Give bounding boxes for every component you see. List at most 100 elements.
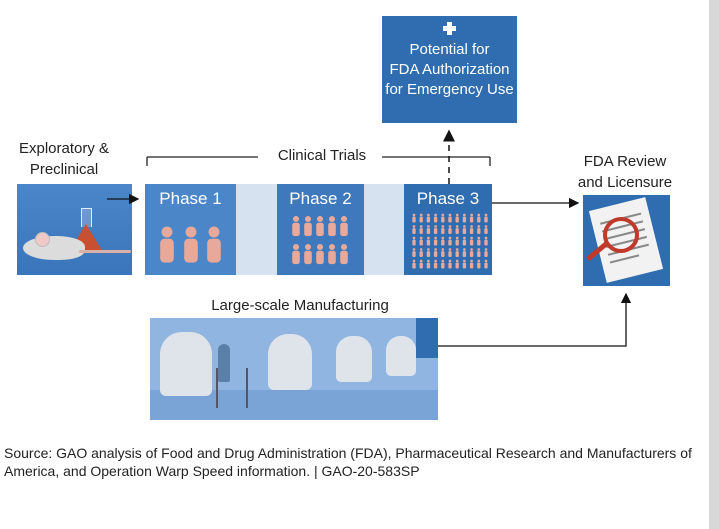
person-icon-body <box>292 222 300 237</box>
person-icon <box>455 213 459 217</box>
person-icon-body <box>469 239 474 246</box>
person-icon <box>477 259 481 263</box>
manufacturing-label: Large-scale Manufacturing <box>211 297 389 314</box>
person-icon <box>455 236 459 240</box>
person-icon-body <box>419 262 423 269</box>
person-icon <box>448 248 452 251</box>
person-icon-body <box>469 216 474 223</box>
person-icon <box>434 225 437 228</box>
person-icon-body <box>426 262 431 269</box>
person-icon-body <box>441 239 445 246</box>
person-icon-body <box>419 216 423 223</box>
person-icon <box>412 236 416 240</box>
person-icon <box>208 226 220 238</box>
person-icon <box>412 248 416 251</box>
person-icon <box>448 259 452 263</box>
person-icon-body <box>433 262 438 269</box>
person-icon <box>484 236 488 240</box>
person-icon <box>412 225 416 228</box>
person-icon-body <box>469 262 474 269</box>
clinical-trials-label: Clinical Trials <box>262 147 382 164</box>
person-icon <box>292 215 300 223</box>
person-icon-body <box>412 251 416 258</box>
person-icon-body <box>316 250 324 265</box>
person-icon-body <box>462 228 467 235</box>
person-icon <box>434 213 437 217</box>
person-icon <box>412 259 416 263</box>
person-icon-body <box>484 228 488 235</box>
person-icon <box>427 259 430 263</box>
person-icon-body <box>462 239 467 246</box>
arrow-manufacturing-to-review <box>438 292 632 347</box>
phase-2-label: Phase 2 <box>289 189 352 208</box>
person-icon-body <box>448 216 452 223</box>
mouse-ear <box>35 232 50 247</box>
person-icon-body <box>455 228 459 235</box>
person-icon <box>448 225 452 228</box>
person-icon-body <box>426 216 431 223</box>
fda-review-image <box>583 195 670 286</box>
person-icon-body <box>448 262 452 269</box>
phase-3-label: Phase 3 <box>416 189 480 208</box>
ladder-icon <box>216 368 248 408</box>
person-icon <box>419 248 423 251</box>
person-icon-body <box>455 239 459 246</box>
mouse-tail <box>79 250 131 253</box>
person-icon <box>484 248 488 251</box>
person-icon <box>328 243 336 251</box>
person-icon <box>412 213 416 217</box>
person-icon-body <box>340 222 348 237</box>
trial-participants <box>160 213 488 269</box>
person-icon <box>455 248 459 251</box>
person-icon <box>427 213 430 217</box>
person-icon <box>477 248 481 251</box>
scrollbar[interactable] <box>709 0 719 529</box>
person-icon-body <box>412 239 416 246</box>
plus-icon <box>443 22 456 35</box>
person-icon <box>427 225 430 228</box>
person-icon <box>448 236 452 240</box>
person-icon <box>477 225 481 228</box>
person-icon <box>470 225 473 228</box>
person-icon <box>484 259 488 263</box>
person-icon <box>304 215 312 223</box>
person-icon-body <box>455 251 459 258</box>
person-icon-body <box>184 238 198 263</box>
person-icon <box>434 259 437 263</box>
person-icon <box>292 243 300 251</box>
emergency-use-label: Potential for FDA Authorization for Emer… <box>385 41 514 98</box>
tank-icon <box>268 334 312 390</box>
person-icon-body <box>426 251 431 258</box>
person-icon <box>484 213 488 217</box>
person-icon <box>161 226 173 238</box>
person-icon-body <box>469 251 474 258</box>
tank-icon <box>386 336 416 376</box>
lab-mouse-image <box>17 184 132 275</box>
person-icon-body <box>484 239 488 246</box>
person-icon-body <box>455 216 459 223</box>
person-icon <box>427 248 430 251</box>
person-icon <box>434 248 437 251</box>
person-icon-body <box>477 216 481 223</box>
person-icon-body <box>433 239 438 246</box>
person-icon-body <box>448 239 452 246</box>
person-icon <box>316 215 324 223</box>
person-icon <box>470 259 473 263</box>
person-icon <box>470 213 473 217</box>
person-icon-body <box>484 216 488 223</box>
person-icon-body <box>419 251 423 258</box>
person-icon <box>470 248 473 251</box>
person-icon-body <box>207 238 221 263</box>
person-icon-body <box>477 251 481 258</box>
exploratory-label: Exploratory & Preclinical <box>18 140 110 178</box>
person-icon-body <box>462 216 467 223</box>
emergency-use-box: Potential for FDA Authorization for Emer… <box>382 16 517 123</box>
person-icon-body <box>316 222 324 237</box>
person-icon <box>477 236 481 240</box>
person-icon-body <box>433 216 438 223</box>
person-icon <box>441 236 445 240</box>
person-icon <box>463 259 466 263</box>
person-icon <box>419 213 423 217</box>
person-icon <box>441 248 445 251</box>
